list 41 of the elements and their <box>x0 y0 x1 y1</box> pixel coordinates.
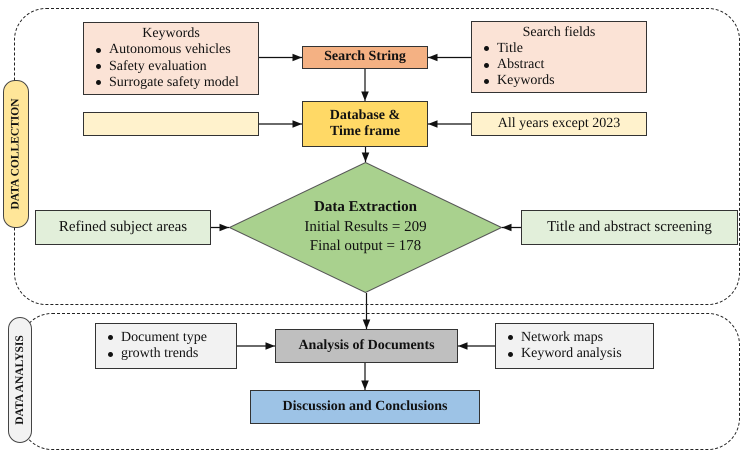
list-item: Safety evaluation <box>109 58 207 75</box>
arrow <box>211 224 229 232</box>
process-box: Refined subject areas <box>35 210 211 245</box>
list-item: Keyword analysis <box>521 346 622 362</box>
result-text: Final output = 178 <box>310 237 422 256</box>
process-box: Database & Time frame <box>302 101 428 147</box>
arrow <box>362 147 370 162</box>
list-box <box>471 21 647 93</box>
arrow <box>259 120 302 128</box>
arrow <box>428 54 471 62</box>
section-label: DATA ANALYSIS <box>8 317 32 443</box>
process-box: Search String <box>302 46 428 69</box>
section-label: DATA COLLECTION <box>3 80 29 228</box>
decision-title: Data Extraction <box>314 198 417 218</box>
list-box <box>95 323 237 369</box>
arrow <box>259 54 302 62</box>
list-item: Network maps <box>521 330 604 346</box>
process-box: Analysis of Documents <box>275 329 458 363</box>
list-item: Surrogate safety model <box>109 74 239 91</box>
arrow <box>237 342 275 350</box>
list-item: Document type <box>121 330 207 346</box>
list-item: growth trends <box>121 346 198 362</box>
result-text: Initial Results = 209 <box>304 218 427 237</box>
arrow <box>361 363 369 390</box>
list-item: Keywords <box>497 73 555 90</box>
arrow <box>502 224 521 232</box>
list-box <box>495 323 654 369</box>
list-item: Abstract <box>497 57 544 74</box>
arrow <box>458 342 495 350</box>
list-item: Title <box>497 40 523 57</box>
list-box <box>83 22 259 95</box>
process-box: Discussion and Conclusions <box>250 390 480 424</box>
process-box <box>83 112 259 136</box>
list-item: Autonomous vehicles <box>109 42 231 58</box>
process-box: All years except 2023 <box>471 112 647 136</box>
arrow <box>362 293 370 329</box>
list-heading: Search fields <box>522 24 596 41</box>
process-box: Title and abstract screening <box>521 210 738 245</box>
arrow <box>361 69 369 101</box>
list-heading: Keywords <box>142 26 200 42</box>
arrow <box>428 120 471 128</box>
